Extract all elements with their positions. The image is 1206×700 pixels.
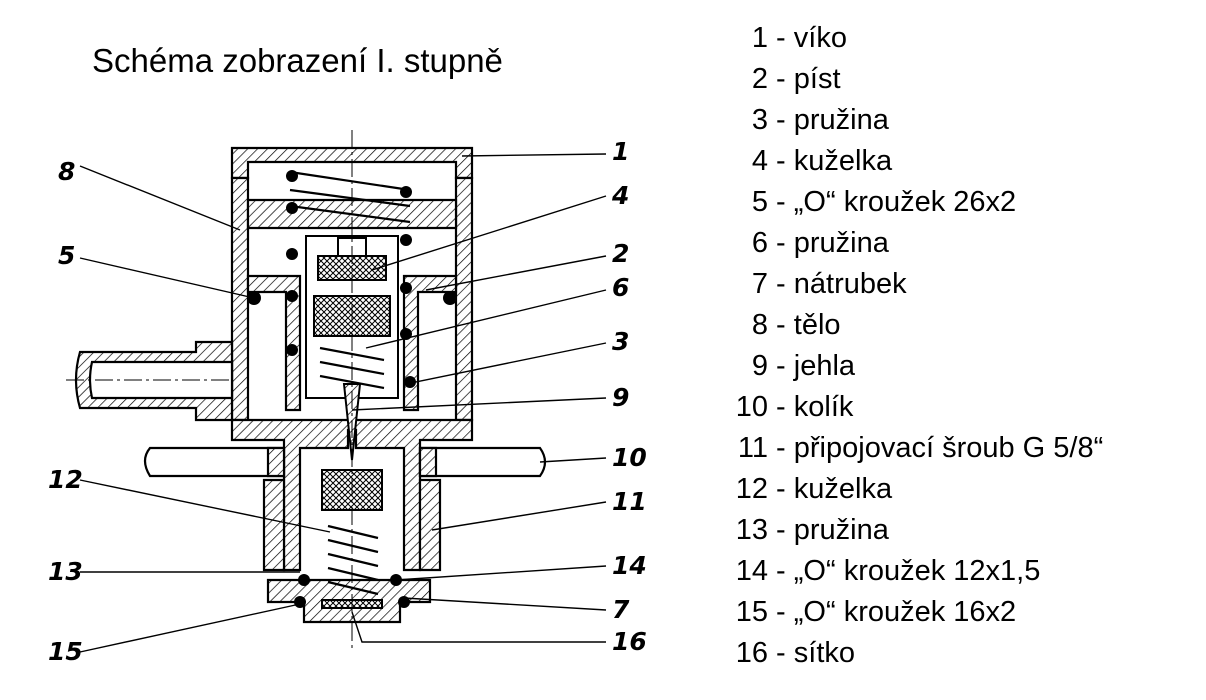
callout-12: 12 <box>48 465 83 494</box>
legend-text: - píst <box>768 63 841 95</box>
callout-6: 6 <box>612 273 629 302</box>
legend-text: - pružina <box>768 227 889 259</box>
legend-item-6: 6 - pružina <box>712 227 889 267</box>
legend-number: 16 <box>735 637 768 669</box>
callout-14: 14 <box>612 551 647 580</box>
legend-text: - pružina <box>768 104 889 136</box>
legend-item-8: 8 - tělo <box>712 309 841 349</box>
legend-number: 11 <box>737 432 768 464</box>
legend-item-5: 5 - „O“ kroužek 26x2 <box>712 186 1016 226</box>
legend-text: - „O“ kroužek 16x2 <box>768 596 1017 628</box>
legend-text: - sítko <box>768 637 856 669</box>
callout-3: 3 <box>612 327 629 356</box>
callout-4: 4 <box>611 181 629 210</box>
legend-number: 10 <box>735 391 768 423</box>
callout-11: 11 <box>612 487 647 516</box>
legend-text: - tělo <box>768 309 841 341</box>
callout-16: 16 <box>612 627 647 656</box>
leader-lines <box>79 153 607 653</box>
legend-number: 8 <box>751 309 768 341</box>
inner-parts <box>289 170 411 609</box>
legend-text: - připojovací šroub G 5/8“ <box>768 432 1104 464</box>
legend-item-13: 13 - pružina <box>712 514 889 554</box>
legend-text: - kolík <box>768 391 854 423</box>
legend-number: 12 <box>735 473 768 505</box>
callout-10: 10 <box>612 443 647 472</box>
legend-text: - jehla <box>768 350 856 382</box>
legend-item-2: 2 - píst <box>712 63 841 103</box>
legend-text: - kuželka <box>768 473 893 505</box>
legend-item-4: 4 - kuželka <box>712 145 892 185</box>
legend-text: - „O“ kroužek 12x1,5 <box>768 555 1041 587</box>
legend-text: - nátrubek <box>768 268 907 300</box>
legend-text: - kuželka <box>768 145 893 177</box>
legend-item-16: 16 - sítko <box>712 637 855 677</box>
legend-item-11: 11 - připojovací šroub G 5/8“ <box>712 432 1103 472</box>
legend-number: 1 <box>751 22 768 54</box>
legend-number: 5 <box>751 186 768 218</box>
diagram-title: Schéma zobrazení I. stupně <box>92 42 503 79</box>
legend-text: - „O“ kroužek 26x2 <box>768 186 1017 218</box>
callout-5: 5 <box>58 241 75 270</box>
legend-item-12: 12 - kuželka <box>712 473 892 513</box>
regulator-cross-section-drawing: 1 2 3 4 5 6 7 8 9 10 11 12 13 14 15 16 <box>48 130 647 666</box>
legend-text: - víko <box>768 22 847 54</box>
legend-number: 9 <box>751 350 768 382</box>
legend-number: 6 <box>751 227 768 259</box>
callout-15: 15 <box>48 637 83 666</box>
legend-item-1: 1 - víko <box>712 22 847 62</box>
callout-7: 7 <box>612 595 630 624</box>
legend-number: 15 <box>735 596 768 628</box>
centerlines <box>66 130 353 650</box>
legend-number: 2 <box>751 63 768 95</box>
legend-number: 3 <box>751 104 768 136</box>
callout-2: 2 <box>612 239 629 268</box>
callout-9: 9 <box>612 383 629 412</box>
legend-item-3: 3 - pružina <box>712 104 889 144</box>
legend-item-9: 9 - jehla <box>712 350 855 390</box>
legend-number: 14 <box>735 555 768 587</box>
callout-1: 1 <box>612 137 629 166</box>
legend-number: 7 <box>751 268 768 300</box>
callout-13: 13 <box>48 557 83 586</box>
legend-item-14: 14 - „O“ kroužek 12x1,5 <box>712 555 1041 595</box>
callout-labels: 1 2 3 4 5 6 7 8 9 10 11 12 13 14 15 16 <box>48 137 647 666</box>
legend-item-7: 7 - nátrubek <box>712 268 907 308</box>
legend-text: - pružina <box>768 514 889 546</box>
legend-number: 13 <box>735 514 768 546</box>
legend-number: 4 <box>751 145 768 177</box>
callout-8: 8 <box>58 157 75 186</box>
legend-item-15: 15 - „O“ kroužek 16x2 <box>712 596 1016 636</box>
legend-item-10: 10 - kolík <box>712 391 854 431</box>
